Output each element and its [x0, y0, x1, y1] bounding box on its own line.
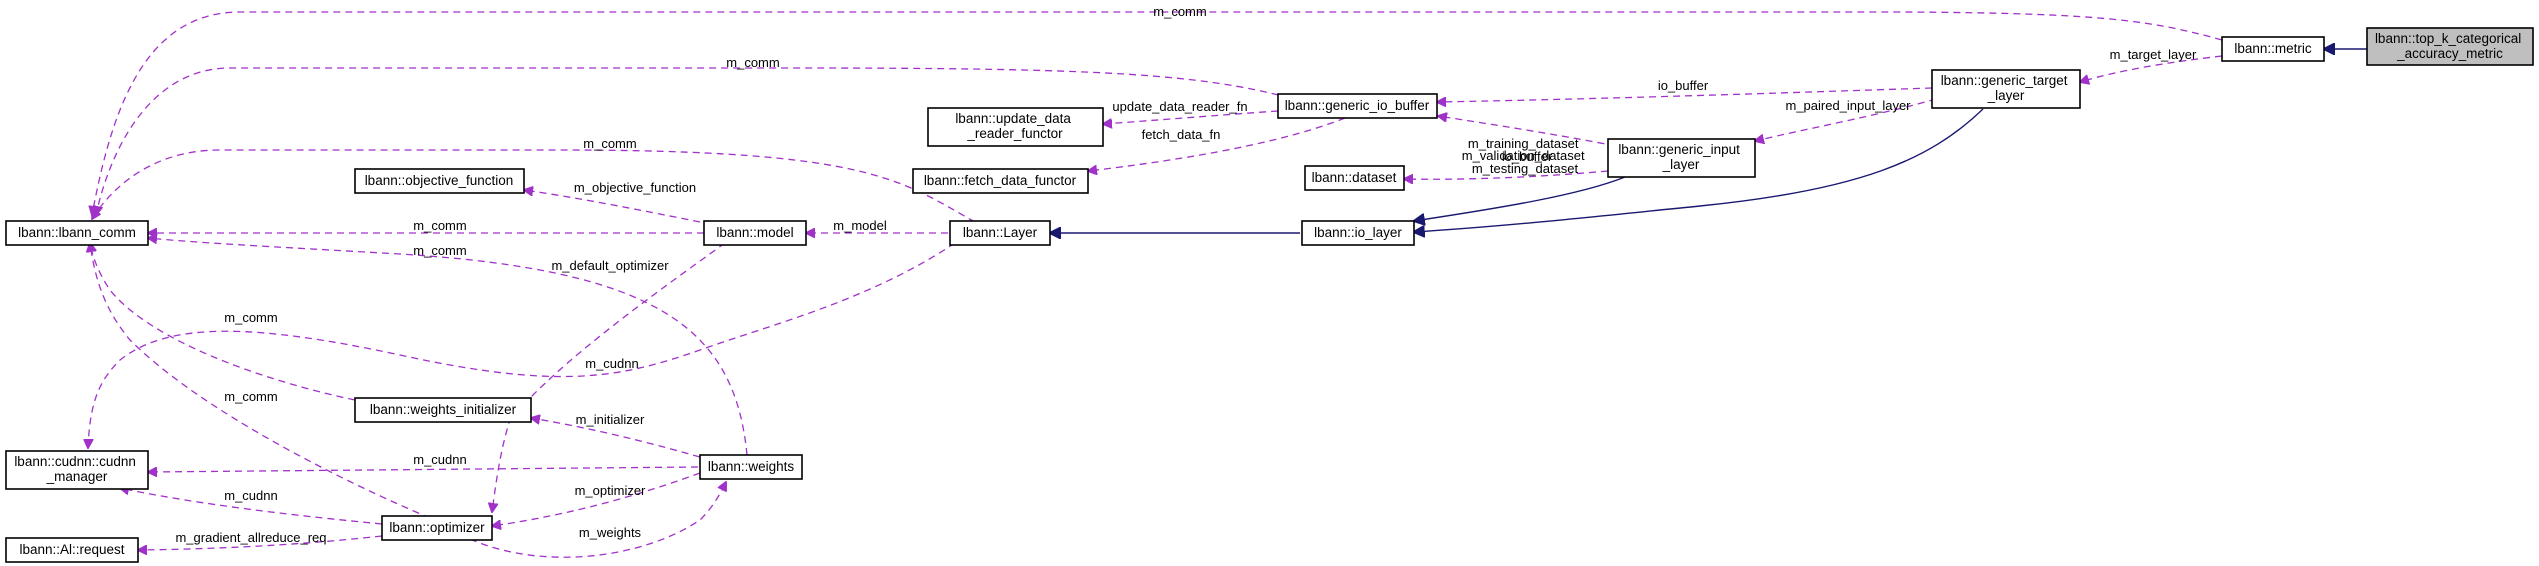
- edge-input-iobuf: io_buffer: [1438, 116, 1617, 164]
- svg-text:lbann::weights: lbann::weights: [708, 459, 795, 474]
- svg-text:lbann::metric: lbann::metric: [2234, 41, 2312, 56]
- node-dataset[interactable]: lbann::dataset: [1304, 165, 1405, 191]
- edge-layer-comm: m_comm: [92, 136, 976, 223]
- node-optimizer[interactable]: lbann::optimizer: [381, 515, 493, 541]
- edge-label-m-comm: m_comm: [413, 218, 466, 233]
- edge-label-m-comm: m_comm: [726, 55, 779, 70]
- edge-label-m-comm: m_comm: [224, 389, 277, 404]
- svg-text:lbann::objective_function: lbann::objective_function: [365, 173, 514, 188]
- node-io-layer[interactable]: lbann::io_layer: [1301, 220, 1415, 246]
- edge-label-m-objective-function: m_objective_function: [574, 180, 696, 195]
- edge-label-m-comm: m_comm: [583, 136, 636, 151]
- svg-text:lbann::Layer: lbann::Layer: [963, 225, 1038, 240]
- edge-label-io-buffer: io_buffer: [1502, 149, 1553, 164]
- edge-init-comm: m_comm: [90, 243, 356, 401]
- svg-text:lbann::fetch_data_functor: lbann::fetch_data_functor: [924, 173, 1077, 188]
- edge-input-dataset: m_training_dataset m_validation_dataset …: [1404, 136, 1609, 179]
- node-model[interactable]: lbann::model: [703, 220, 807, 246]
- svg-text:lbann::Al::request: lbann::Al::request: [19, 542, 124, 557]
- svg-text:lbann::update_data _re: lbann::update_data _reader_functor: [955, 111, 1074, 141]
- edge-weights-comm: m_comm: [148, 238, 748, 456]
- edge-label-m-weights: m_weights: [579, 525, 642, 540]
- edge-weights-init: m_initializer: [531, 412, 701, 458]
- edges-layer: m_comm m_target_layer m_comm io_buffer: [88, 4, 2367, 558]
- edge-label-m-cudnn: m_cudnn: [224, 488, 277, 503]
- edge-model-optimizer: m_default_optimizer: [492, 242, 726, 512]
- node-weights-initializer[interactable]: lbann::weights_initializer: [354, 397, 532, 423]
- edge-label-m-initializer: m_initializer: [576, 412, 645, 427]
- svg-text:lbann::top_k_categorical: lbann::top_k_categorical _accuracy_metri…: [2375, 31, 2525, 61]
- edge-opt-request: m_gradient_allreduce_req: [138, 530, 383, 550]
- edge-label-m-paired-input-layer: m_paired_input_layer: [1785, 98, 1911, 113]
- edge-layer-model: m_model: [806, 218, 948, 233]
- svg-text:lbann::model: lbann::model: [716, 225, 793, 240]
- node-objective-function[interactable]: lbann::objective_function: [354, 168, 525, 194]
- edge-target-to-iolayer: [1414, 108, 1984, 232]
- edge-iobuf-update: update_data_reader_fn: [1103, 99, 1279, 124]
- edge-label-m-cudnn: m_cudnn: [413, 452, 466, 467]
- node-generic-input-layer[interactable]: lbann::generic_input _layer: [1607, 138, 1756, 178]
- edge-label-update-data-reader-fn: update_data_reader_fn: [1112, 99, 1247, 114]
- edge-metric-comm: m_comm: [92, 4, 2223, 215]
- svg-text:lbann::generic_input _: lbann::generic_input _layer: [1618, 142, 1743, 172]
- edge-weights-cudnn: m_cudnn: [148, 452, 699, 472]
- edge-weights-optimizer: m_optimizer: [492, 472, 701, 526]
- node-generic-target-layer[interactable]: lbann::generic_target _layer: [1931, 69, 2081, 109]
- edge-opt-cudnn: m_cudnn: [120, 488, 383, 525]
- edge-model-comm: m_comm: [148, 218, 704, 233]
- node-lbann-comm[interactable]: lbann::lbann_comm: [5, 220, 149, 246]
- edge-label-io-buffer: io_buffer: [1658, 78, 1709, 93]
- edge-input-to-iolayer: [1414, 176, 1626, 221]
- svg-text:lbann::generic_io_buffer: lbann::generic_io_buffer: [1285, 98, 1430, 113]
- node-top-k-categorical-accuracy-metric[interactable]: lbann::top_k_categorical _accuracy_metri…: [2366, 27, 2534, 66]
- edge-layer-cudnn: m_cudnn: [88, 242, 956, 448]
- node-metric[interactable]: lbann::metric: [2221, 36, 2325, 62]
- edge-label-m-comm: m_comm: [224, 310, 277, 325]
- edge-label-m-comm: m_comm: [413, 243, 466, 258]
- edge-label-datasets: m_training_dataset m_validation_dataset …: [1462, 136, 1588, 176]
- node-update-data-reader-functor[interactable]: lbann::update_data _reader_functor: [927, 107, 1104, 147]
- edge-label-m-optimizer: m_optimizer: [575, 483, 646, 498]
- node-weights[interactable]: lbann::weights: [699, 454, 803, 480]
- node-fetch-data-functor[interactable]: lbann::fetch_data_functor: [912, 168, 1089, 194]
- edge-iobuf-comm: m_comm: [96, 55, 1291, 215]
- node-layer[interactable]: lbann::Layer: [949, 220, 1051, 246]
- edge-opt-weights: m_weights: [469, 482, 726, 558]
- svg-text:lbann::generic_target: lbann::generic_target _layer: [1941, 73, 2072, 103]
- nodes-layer: lbann::top_k_categorical _accuracy_metri…: [5, 27, 2534, 563]
- svg-text:lbann::lbann_comm: lbann::lbann_comm: [18, 225, 136, 240]
- svg-text:lbann::io_layer: lbann::io_layer: [1314, 225, 1402, 240]
- svg-text:lbann::dataset: lbann::dataset: [1312, 170, 1397, 185]
- edge-label-m-target-layer: m_target_layer: [2110, 47, 2197, 62]
- svg-text:lbann::weights_initializer: lbann::weights_initializer: [370, 402, 517, 417]
- svg-text:lbann::optimizer: lbann::optimizer: [389, 520, 485, 535]
- edge-label-m-comm: m_comm: [1153, 4, 1206, 19]
- edge-model-objfn: m_objective_function: [524, 180, 701, 223]
- edge-label-fetch-data-fn: fetch_data_fn: [1142, 127, 1221, 142]
- edge-label-m-default-optimizer: m_default_optimizer: [551, 258, 669, 273]
- svg-text:lbann::cudnn::cudnn _m: lbann::cudnn::cudnn _manager: [14, 454, 139, 484]
- edge-target-iobuf: io_buffer: [1437, 78, 1933, 102]
- edge-input-target: m_paired_input_layer: [1755, 98, 1937, 141]
- node-cudnn-manager[interactable]: lbann::cudnn::cudnn _manager: [5, 450, 149, 490]
- node-generic-io-buffer[interactable]: lbann::generic_io_buffer: [1277, 93, 1438, 119]
- node-al-request[interactable]: lbann::Al::request: [5, 537, 139, 563]
- edge-label-m-gradient-allreduce-req: m_gradient_allreduce_req: [175, 530, 326, 545]
- edge-opt-comm: m_comm: [90, 243, 431, 519]
- edge-iobuf-fetch: fetch_data_fn: [1088, 117, 1346, 171]
- edge-metric-target-layer: m_target_layer: [2080, 47, 2223, 82]
- edge-label-m-cudnn: m_cudnn: [585, 356, 638, 371]
- edge-label-m-model: m_model: [833, 218, 887, 233]
